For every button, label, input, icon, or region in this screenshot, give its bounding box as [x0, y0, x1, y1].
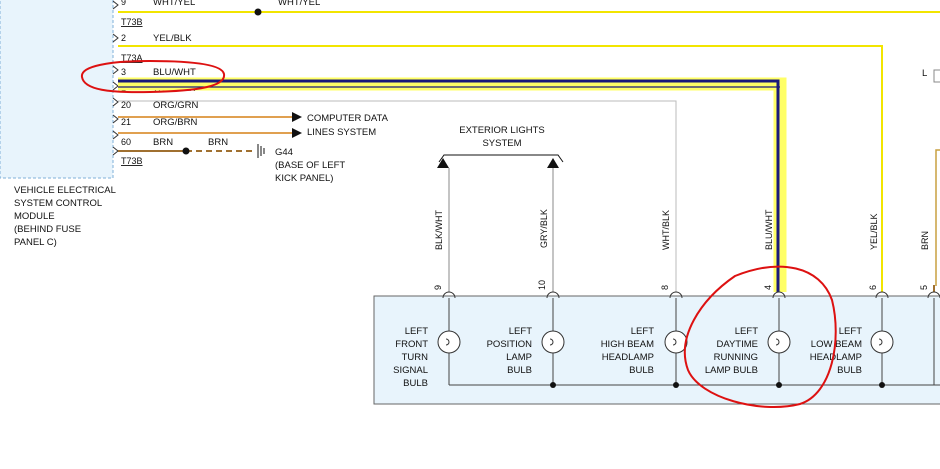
- bulb-pin-number: 9: [433, 285, 443, 290]
- module-wire-color: WHT/YEL: [153, 0, 195, 8]
- module-name-line: VEHICLE ELECTRICAL: [14, 185, 116, 196]
- bulb-label-line: BULB: [837, 365, 862, 376]
- connector-t73b-top: T73B: [121, 17, 143, 27]
- vertical-wire-label: WHT/BLK: [661, 210, 671, 250]
- module-name-line: (BEHIND FUSE: [14, 224, 81, 235]
- bulb-label-line: BULB: [629, 365, 654, 376]
- bulb-icon: [870, 330, 894, 354]
- vertical-wire-label: YEL/BLK: [869, 213, 879, 250]
- wire-highlight: [118, 77, 787, 292]
- bulb-pin-number: 6: [868, 285, 878, 290]
- bulb-pin-number: 5: [919, 285, 929, 290]
- module-pin-number: 3: [121, 67, 126, 77]
- bulb-label-position: LEFT POSITION LAMP BULB: [487, 326, 533, 376]
- top-wire-label: WHT/YEL: [278, 0, 320, 8]
- right-edge-box: [933, 69, 940, 83]
- arrow-up-10: [547, 158, 559, 168]
- wire-wht-blk-to-pin8: [118, 100, 677, 292]
- right-edge-fragment: L: [922, 68, 927, 79]
- bulb-icon: [664, 330, 688, 354]
- bulb-icon: [437, 330, 461, 354]
- vertical-wire-label: BLU/WHT: [764, 209, 774, 250]
- annotation-circle-drl: [683, 265, 837, 408]
- module-name-line: SYSTEM CONTROL: [14, 198, 102, 209]
- bulb-label-line: TURN: [402, 352, 429, 363]
- exterior-lights-label: SYSTEM: [482, 138, 521, 149]
- module-pin-number: 21: [121, 117, 131, 127]
- arrow-computer-data-1: [292, 112, 302, 122]
- bulb-label-line: HIGH BEAM: [601, 339, 654, 350]
- ground-location: (BASE OF LEFT: [275, 160, 345, 171]
- splice-dot: [254, 8, 262, 16]
- module-pin-number: 20: [121, 100, 131, 110]
- wire-right-edge: [935, 149, 940, 286]
- computer-data-label: COMPUTER DATA: [307, 113, 389, 124]
- bulb-icon: [541, 330, 565, 354]
- bulb-pin-number: 4: [763, 285, 773, 290]
- splice-dot: [182, 147, 190, 155]
- wire-yel-blk: [118, 45, 883, 292]
- exterior-lights-label: EXTERIOR LIGHTS: [459, 125, 545, 136]
- bulb-label-line: POSITION: [487, 339, 533, 350]
- module-pin-number: 9: [121, 0, 126, 7]
- bulb-label-line: LAMP BULB: [705, 365, 758, 376]
- ground-symbol: [257, 144, 265, 158]
- bulb-label-line: LAMP: [506, 352, 532, 363]
- bulb-icon: [767, 330, 791, 354]
- bulb-label-line: LEFT: [631, 326, 654, 337]
- bulb-label-line: LOW BEAM: [811, 339, 862, 350]
- annotation-circle-blu-wht: [81, 59, 226, 94]
- module-name: VEHICLE ELECTRICAL SYSTEM CONTROL MODULE…: [14, 185, 116, 248]
- bulb-label-line: LEFT: [735, 326, 758, 337]
- bulb-pin-number: 8: [660, 285, 670, 290]
- arrow-up-9: [437, 158, 449, 168]
- computer-data-label: LINES SYSTEM: [307, 127, 376, 138]
- module-pin-chevrons: [112, 0, 119, 156]
- vertical-wire-label: GRY/BLK: [539, 209, 549, 248]
- bulb-label-line: DAYTIME: [716, 339, 758, 350]
- connector-t73b-bottom: T73B: [121, 156, 143, 166]
- arrow-computer-data-2: [292, 128, 302, 138]
- bulb-label-line: LEFT: [839, 326, 862, 337]
- brn-splice-label: BRN: [208, 137, 228, 148]
- wire-blu-wht: [118, 79, 780, 292]
- connector-t73a: T73A: [121, 53, 143, 63]
- bulb-label-line: LEFT: [405, 326, 428, 337]
- bulb-label-high-beam: LEFT HIGH BEAM HEADLAMP BULB: [601, 326, 655, 376]
- module-pin-number: 2: [121, 33, 126, 43]
- bulb-label-daytime-running: LEFT DAYTIME RUNNING LAMP BULB: [705, 326, 758, 376]
- bulb-label-front-turn: LEFT FRONT TURN SIGNAL BULB: [393, 326, 428, 389]
- module-wire-color: ORG/GRN: [153, 100, 199, 111]
- module-wire-color: BLU/WHT: [153, 67, 196, 78]
- bulb-assembly-box: [373, 295, 940, 405]
- bulb-label-line: FRONT: [395, 339, 428, 350]
- module-wire-color: ORG/BRN: [153, 117, 197, 128]
- bulb-label-low-beam: LEFT LOW BEAM HEADLAMP BULB: [810, 326, 862, 376]
- bulb-label-line: HEADLAMP: [810, 352, 862, 363]
- bulb-ground-splices: [550, 382, 885, 388]
- vertical-wire-label: BRN: [920, 231, 930, 250]
- module-wire-color: YEL/BLK: [153, 33, 192, 44]
- module-pin-number: 60: [121, 137, 131, 147]
- vertical-wire-label: BLK/WHT: [434, 209, 444, 250]
- bulb-label-line: SIGNAL: [393, 365, 428, 376]
- module-name-line: MODULE: [14, 211, 55, 222]
- module-name-line: PANEL C): [14, 237, 57, 248]
- ground-id: G44: [275, 147, 293, 158]
- module-wire-color: BRN: [153, 137, 173, 148]
- bulb-label-line: HEADLAMP: [602, 352, 654, 363]
- bulb-label-line: BULB: [507, 365, 532, 376]
- bulb-label-line: BULB: [403, 378, 428, 389]
- exterior-lights-bracket: [438, 154, 564, 163]
- bulb-label-line: LEFT: [509, 326, 532, 337]
- module-box: [0, 0, 114, 179]
- ground-location: KICK PANEL): [275, 173, 333, 184]
- bulb-label-line: RUNNING: [714, 352, 758, 363]
- bulb-pin-number: 10: [537, 280, 547, 290]
